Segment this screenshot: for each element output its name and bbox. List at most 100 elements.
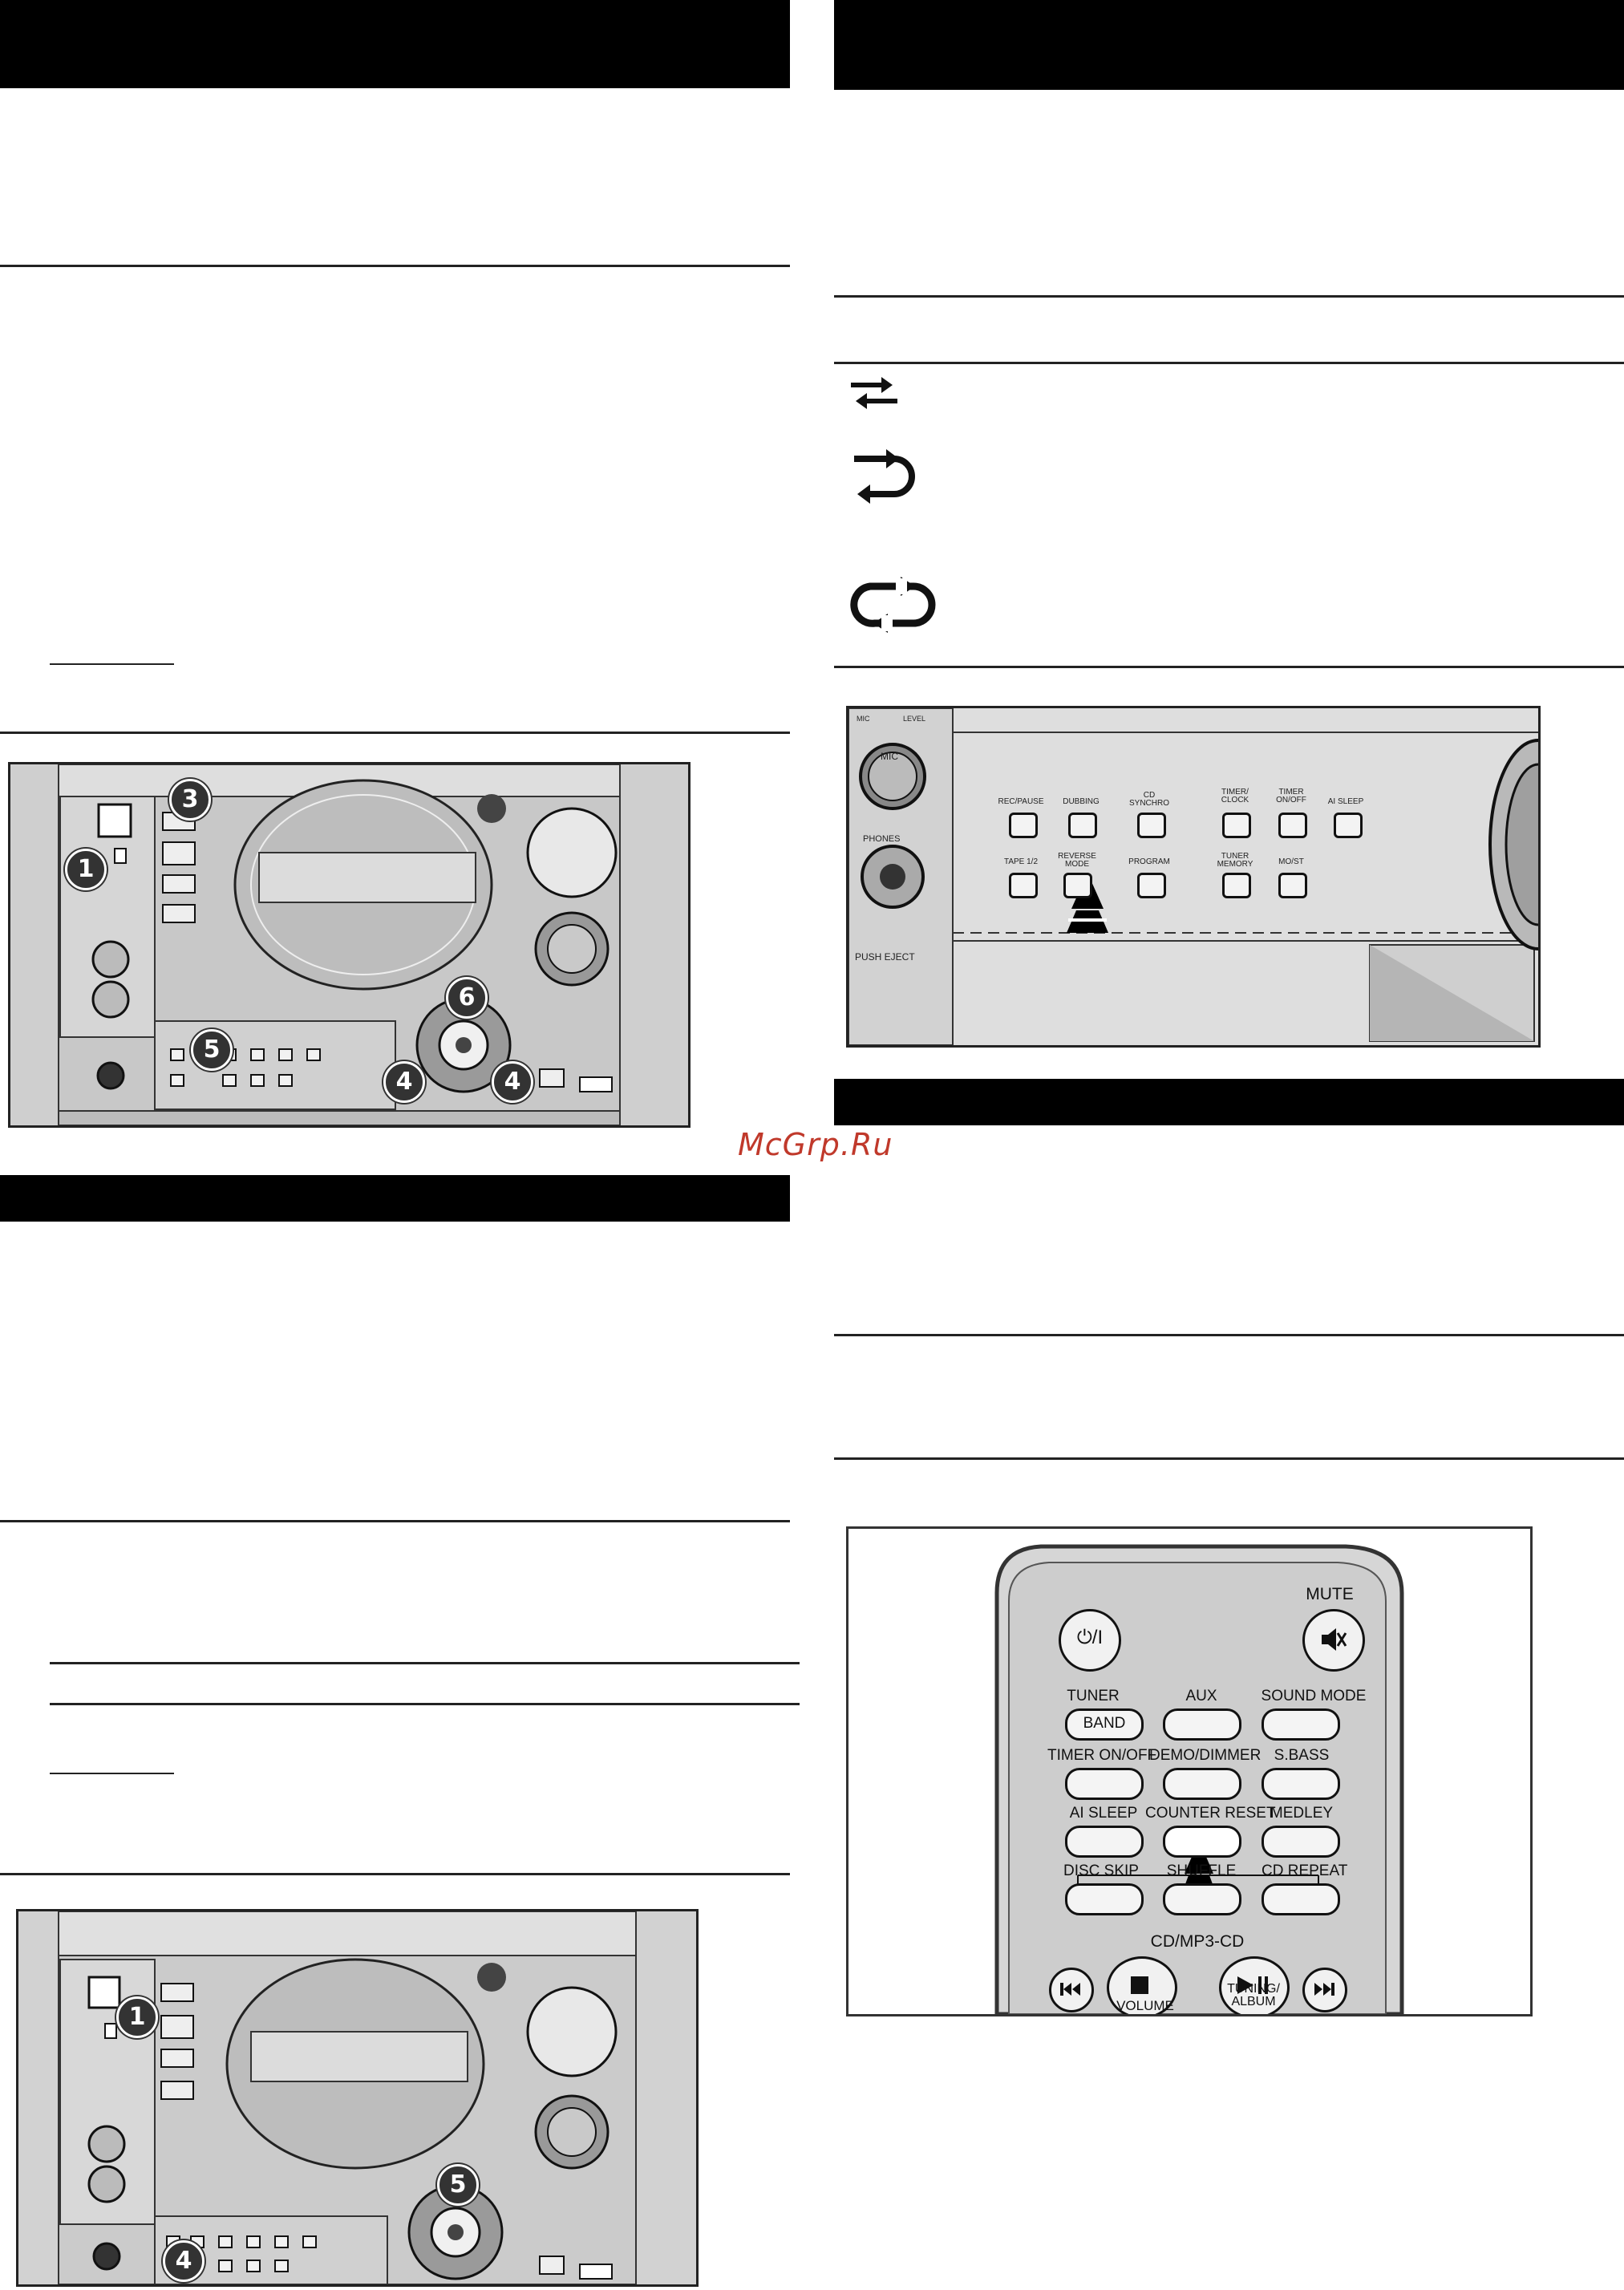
sbass-label: S.BASS bbox=[1274, 1747, 1330, 1764]
sound-mode-button[interactable] bbox=[1262, 1708, 1340, 1741]
timer-clock-button[interactable] bbox=[1222, 813, 1251, 838]
section-header-bar bbox=[0, 0, 790, 88]
demo-dimmer-button[interactable] bbox=[1163, 1768, 1241, 1800]
disc-skip-button[interactable] bbox=[1065, 1883, 1144, 1915]
skip-back-button[interactable] bbox=[1049, 1968, 1094, 2012]
callout-1: 1 bbox=[65, 849, 107, 890]
unit-figure-2-drawing bbox=[18, 1911, 696, 2284]
callout-4: 4 bbox=[163, 2240, 205, 2282]
shuffle-button[interactable] bbox=[1163, 1883, 1241, 1915]
ai-sleep-label: AI SLEEP bbox=[1069, 1805, 1138, 1822]
mic-small-right-label: LEVEL bbox=[903, 715, 926, 723]
dubbing-button[interactable] bbox=[1068, 813, 1097, 838]
program-label: PROGRAM bbox=[1128, 857, 1170, 866]
play-pause-icon bbox=[1237, 1976, 1268, 1994]
mute-label: MUTE bbox=[1306, 1585, 1354, 1603]
cd-synchro-button[interactable] bbox=[1137, 813, 1166, 838]
callout-4-left: 4 bbox=[383, 1061, 425, 1103]
divider bbox=[0, 265, 790, 267]
reverse-mode-label: REVERSE MODE bbox=[1058, 852, 1096, 869]
tuner-memory-label: TUNER MEMORY bbox=[1217, 852, 1253, 869]
reverse-mode-button[interactable] bbox=[1063, 873, 1092, 898]
medley-label: MEDLEY bbox=[1270, 1805, 1334, 1822]
program-button[interactable] bbox=[1137, 873, 1166, 898]
note-underline bbox=[50, 1773, 174, 1774]
callout-5: 5 bbox=[191, 1029, 233, 1071]
divider bbox=[834, 666, 1624, 668]
rec-pause-button[interactable] bbox=[1009, 813, 1038, 838]
mic-label: MIC bbox=[881, 751, 898, 762]
divider bbox=[834, 295, 1624, 298]
aux-button[interactable] bbox=[1163, 1708, 1241, 1741]
callout-5: 5 bbox=[437, 2164, 479, 2206]
tape-12-button[interactable] bbox=[1009, 873, 1038, 898]
demo-dimmer-label: DEMO/DIMMER bbox=[1149, 1747, 1262, 1764]
ai-sleep-button[interactable] bbox=[1065, 1826, 1144, 1858]
mic-small-left-label: MIC bbox=[857, 715, 870, 723]
divider bbox=[834, 1457, 1624, 1460]
play-pause-button[interactable] bbox=[1219, 1956, 1290, 2014]
watermark: McGrp.Ru bbox=[738, 1127, 893, 1162]
callout-6: 6 bbox=[446, 977, 488, 1019]
tape-12-label: TAPE 1/2 bbox=[1003, 857, 1039, 866]
power-symbol: ⏻/I bbox=[1076, 1627, 1104, 1648]
divider bbox=[0, 1873, 790, 1875]
rec-pause-label: REC/PAUSE bbox=[998, 797, 1044, 806]
mute-icon bbox=[1322, 1628, 1347, 1651]
sound-mode-label: SOUND MODE bbox=[1261, 1688, 1367, 1704]
mo-st-label: MO/ST bbox=[1278, 857, 1304, 866]
divider bbox=[834, 362, 1624, 364]
timer-onoff-label: TIMER ON/OFF bbox=[1047, 1747, 1157, 1764]
band-button[interactable] bbox=[1065, 1708, 1144, 1741]
divider bbox=[834, 1334, 1624, 1336]
continuous-repeat-icon bbox=[850, 577, 936, 633]
remote-figure: ⏻/I MUTE TUNER BAND AUX SOUND MODE TIMER… bbox=[846, 1526, 1533, 2016]
callout-3: 3 bbox=[169, 779, 211, 821]
timer-onoff-button[interactable] bbox=[1278, 813, 1307, 838]
ai-sleep-label: AI SLEEP bbox=[1327, 797, 1364, 806]
tuner-label: TUNER bbox=[1067, 1688, 1120, 1704]
power-button[interactable] bbox=[1059, 1609, 1121, 1672]
tape-panel-figure: MIC LEVEL MIC PHONES PUSH EJECT REC/PAUS… bbox=[846, 706, 1541, 1048]
note-underline bbox=[50, 663, 174, 665]
tuning-album-label: TUNING/ ALBUM bbox=[1227, 1982, 1280, 2008]
unit-figure-1-drawing bbox=[10, 764, 688, 1125]
volume-label: VOLUME bbox=[1116, 1998, 1174, 2013]
disc-skip-label: DISC SKIP bbox=[1063, 1862, 1139, 1879]
reverse-repeat-icon bbox=[854, 449, 915, 504]
timer-clock-label: TIMER/ CLOCK bbox=[1221, 788, 1249, 805]
shuffle-label: SHUFFLE bbox=[1166, 1862, 1237, 1879]
note-rule bbox=[50, 1662, 800, 1664]
ai-sleep-button[interactable] bbox=[1334, 813, 1363, 838]
aux-label: AUX bbox=[1185, 1688, 1217, 1704]
medley-button[interactable] bbox=[1262, 1826, 1340, 1858]
sbass-button[interactable] bbox=[1262, 1768, 1340, 1800]
stop-icon bbox=[1131, 1976, 1148, 1994]
band-label: BAND bbox=[1083, 1715, 1126, 1732]
mo-st-button[interactable] bbox=[1278, 873, 1307, 898]
tuner-memory-button[interactable] bbox=[1222, 873, 1251, 898]
timer-onoff-button[interactable] bbox=[1065, 1768, 1144, 1800]
counter-reset-label: COUNTER RESET bbox=[1145, 1805, 1276, 1822]
push-eject-label: PUSH EJECT bbox=[855, 951, 915, 963]
cd-repeat-button[interactable] bbox=[1262, 1883, 1340, 1915]
callout-1: 1 bbox=[116, 1996, 158, 2038]
timer-onoff-label: TIMER ON/OFF bbox=[1276, 788, 1306, 805]
section-header-bar bbox=[0, 1175, 790, 1222]
dubbing-label: DUBBING bbox=[1063, 797, 1100, 806]
phones-label: PHONES bbox=[863, 834, 901, 844]
counter-reset-button[interactable] bbox=[1163, 1826, 1241, 1858]
tape-panel-drawing bbox=[848, 708, 1538, 1045]
cd-synchro-label: CD SYNCHRO bbox=[1128, 791, 1169, 808]
divider bbox=[0, 1520, 790, 1522]
cd-repeat-label: CD REPEAT bbox=[1262, 1862, 1348, 1879]
note-rule bbox=[50, 1703, 800, 1705]
callout-4-right: 4 bbox=[492, 1061, 533, 1103]
unit-figure-1: 1 3 5 6 4 4 bbox=[8, 762, 691, 1128]
section-header-bar bbox=[834, 1079, 1624, 1125]
section-header-bar bbox=[834, 0, 1624, 90]
unit-figure-2: 1 5 4 bbox=[16, 1909, 699, 2287]
one-way-icon bbox=[851, 377, 897, 409]
skip-back-icon bbox=[1060, 1983, 1080, 1996]
cd-mp3-cd-label: CD/MP3-CD bbox=[1149, 1932, 1245, 1952]
